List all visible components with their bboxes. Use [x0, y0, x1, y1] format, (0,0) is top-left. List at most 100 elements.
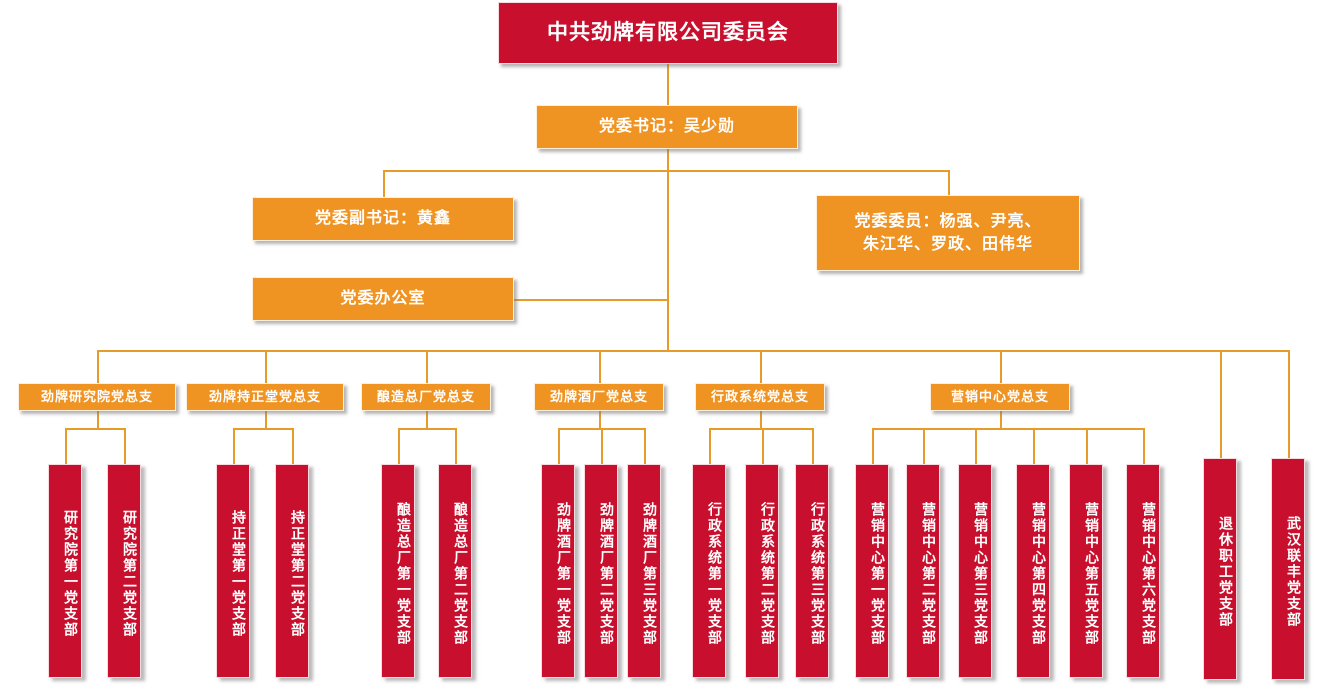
party-branch-node-5-3[interactable]: 行政系统第三党支部	[795, 464, 829, 678]
party-branch-label: 劲牌酒厂第三党支部	[642, 502, 658, 646]
party-branch-node-1-1[interactable]: 研究院第一党支部	[48, 464, 82, 678]
node-party-secretary[interactable]: 党委书记：吴少勋	[536, 105, 798, 149]
party-branch-node-6-2[interactable]: 营销中心第二党支部	[906, 464, 940, 678]
node-party-office[interactable]: 党委办公室	[252, 277, 514, 321]
connector-line	[426, 411, 428, 428]
connector-line	[599, 350, 601, 383]
party-branch-node-6-4[interactable]: 营销中心第四党支部	[1016, 464, 1050, 678]
party-branch-node-6-5[interactable]: 营销中心第五党支部	[1069, 464, 1103, 678]
connector-line	[233, 428, 235, 464]
general-branch-label: 劲牌持正堂党总支	[208, 388, 321, 404]
connector-line	[599, 411, 601, 428]
connector-line	[558, 428, 560, 464]
connector-line	[872, 428, 874, 464]
connector-line	[1143, 428, 1145, 464]
connector-line	[760, 350, 762, 383]
connector-line	[124, 428, 126, 464]
party-branch-label: 劲牌酒厂第二党支部	[599, 502, 615, 646]
connector-line	[667, 64, 669, 105]
node-committee-members[interactable]: 党委委员：杨强、尹亮、 朱江华、罗政、田伟华	[816, 195, 1080, 271]
connector-line	[644, 428, 646, 464]
connector-line	[398, 428, 455, 430]
connector-line	[812, 428, 814, 464]
party-branch-node-3-1[interactable]: 酿造总厂第一党支部	[381, 464, 415, 678]
connector-line	[383, 170, 948, 172]
general-branch-label: 营销中心党总支	[950, 388, 1049, 404]
party-branch-node-1-2[interactable]: 研究院第二党支部	[107, 464, 141, 678]
connector-line	[1086, 428, 1088, 464]
connector-line	[709, 428, 711, 464]
connector-line	[65, 428, 67, 464]
party-branch-label: 退休职工党支部	[1218, 516, 1234, 628]
connector-line	[1220, 350, 1222, 458]
connector-line	[97, 350, 99, 383]
connector-line	[265, 411, 267, 428]
connector-line	[709, 428, 812, 430]
connector-line	[762, 428, 764, 464]
party-branch-node-5-1[interactable]: 行政系统第一党支部	[692, 464, 726, 678]
party-branch-node-3-2[interactable]: 酿造总厂第二党支部	[438, 464, 472, 678]
general-branch-label: 劲牌研究院党总支	[40, 388, 153, 404]
connector-line	[760, 411, 762, 428]
party-branch-node-6-6[interactable]: 营销中心第六党支部	[1126, 464, 1160, 678]
connector-line	[455, 428, 457, 464]
general-branch-label: 行政系统党总支	[710, 388, 809, 404]
connector-line	[97, 411, 99, 428]
connector-line	[1000, 411, 1002, 428]
general-branch-node-5[interactable]: 行政系统党总支	[695, 383, 825, 411]
connector-line	[514, 299, 667, 301]
connector-line	[426, 350, 428, 383]
connector-line	[1033, 428, 1035, 464]
general-branch-node-4[interactable]: 劲牌酒厂党总支	[534, 383, 664, 411]
party-branch-label: 持正堂第二党支部	[290, 510, 306, 638]
general-branch-node-2[interactable]: 劲牌持正堂党总支	[186, 383, 344, 411]
party-branch-label: 武汉联丰党支部	[1286, 516, 1302, 628]
party-branch-label: 营销中心第二党支部	[921, 502, 937, 646]
party-branch-label: 行政系统第一党支部	[707, 502, 723, 646]
connector-line	[292, 428, 294, 464]
party-branch-label: 研究院第一党支部	[63, 510, 79, 638]
party-branch-label: 行政系统第三党支部	[810, 502, 826, 646]
party-branch-label: 酿造总厂第一党支部	[396, 502, 412, 646]
party-branch-node-6-1[interactable]: 营销中心第一党支部	[855, 464, 889, 678]
party-branch-label: 持正堂第一党支部	[231, 510, 247, 638]
party-branch-node-4-3[interactable]: 劲牌酒厂第三党支部	[627, 464, 661, 678]
general-branch-node-1[interactable]: 劲牌研究院党总支	[18, 383, 176, 411]
direct-party-branch-node-1[interactable]: 退休职工党支部	[1203, 458, 1237, 680]
connector-line	[398, 428, 400, 464]
connector-line	[872, 428, 1143, 430]
party-branch-node-4-1[interactable]: 劲牌酒厂第一党支部	[541, 464, 575, 678]
connector-line	[97, 350, 1288, 352]
general-branch-node-3[interactable]: 酿造总厂党总支	[361, 383, 491, 411]
connector-line	[265, 350, 267, 383]
party-branch-label: 劲牌酒厂第一党支部	[556, 502, 572, 646]
connector-line	[383, 170, 385, 197]
direct-party-branch-node-2[interactable]: 武汉联丰党支部	[1271, 458, 1305, 680]
party-branch-label: 营销中心第六党支部	[1141, 502, 1157, 646]
connector-line	[233, 428, 292, 430]
party-branch-label: 行政系统第二党支部	[760, 502, 776, 646]
connector-line	[1288, 350, 1290, 458]
general-branch-label: 酿造总厂党总支	[376, 388, 475, 404]
party-branch-node-2-2[interactable]: 持正堂第二党支部	[275, 464, 309, 678]
connector-line	[923, 428, 925, 464]
committee-members-line-2: 朱江华、罗政、田伟华	[862, 236, 1033, 253]
committee-members-line-1: 党委委员：杨强、尹亮、	[854, 212, 1042, 230]
node-deputy-secretary[interactable]: 党委副书记：黄鑫	[252, 197, 514, 241]
org-root-node[interactable]: 中共劲牌有限公司委员会	[498, 2, 838, 64]
party-branch-node-6-3[interactable]: 营销中心第三党支部	[958, 464, 992, 678]
party-branch-label: 营销中心第四党支部	[1031, 502, 1047, 646]
connector-line	[667, 170, 669, 350]
connector-line	[975, 428, 977, 464]
party-branch-node-4-2[interactable]: 劲牌酒厂第二党支部	[584, 464, 618, 678]
party-branch-label: 研究院第二党支部	[122, 510, 138, 638]
party-branch-node-5-2[interactable]: 行政系统第二党支部	[745, 464, 779, 678]
party-branch-node-2-1[interactable]: 持正堂第一党支部	[216, 464, 250, 678]
general-branch-node-6[interactable]: 营销中心党总支	[930, 383, 1070, 411]
party-branch-label: 酿造总厂第二党支部	[453, 502, 469, 646]
general-branch-label: 劲牌酒厂党总支	[549, 388, 648, 404]
connector-line	[1000, 350, 1002, 383]
connector-line	[601, 428, 603, 464]
party-branch-label: 营销中心第一党支部	[870, 502, 886, 646]
